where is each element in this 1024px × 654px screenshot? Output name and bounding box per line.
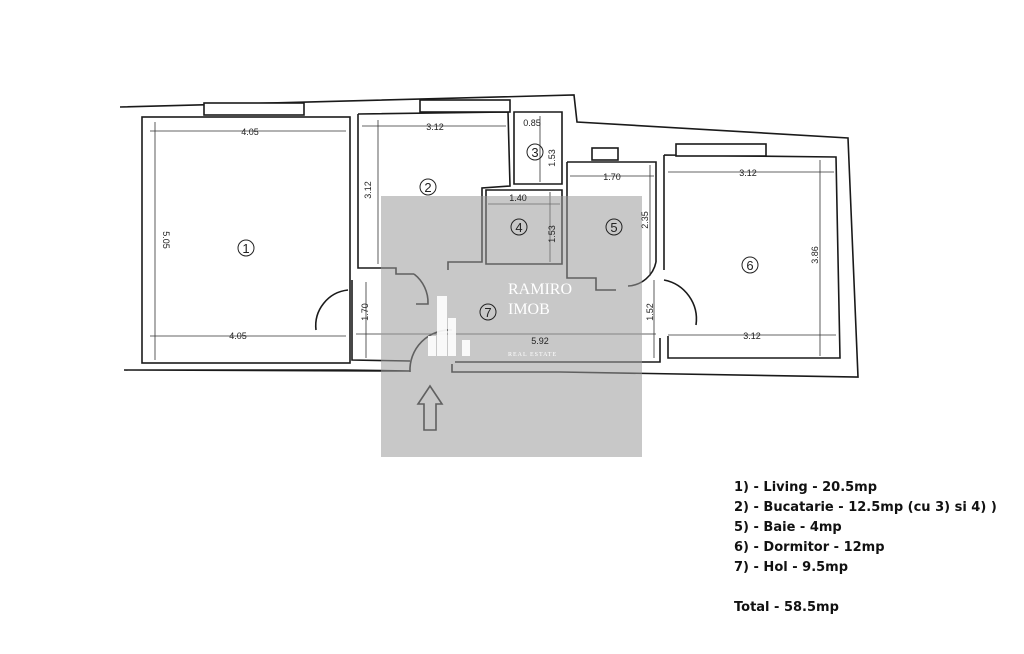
watermark-box xyxy=(381,196,642,457)
living-wall xyxy=(141,116,351,364)
room-number-4: 4 xyxy=(515,220,522,235)
dim-room4-height: 1.53 xyxy=(547,225,557,243)
legend-item-living: 1) - Living - 20.5mp xyxy=(734,480,878,495)
legend-item-bath: 5) - Baie - 4mp xyxy=(734,520,842,535)
watermark-line1: RAMIRO xyxy=(508,281,572,298)
watermark-logo-icon xyxy=(428,296,470,356)
room-number-circles xyxy=(237,143,759,321)
window xyxy=(419,99,511,113)
watermark-line2: IMOB xyxy=(508,301,550,318)
dim-bath-width: 1.70 xyxy=(603,172,621,182)
room-number-1: 1 xyxy=(242,241,249,256)
dim-bedroom-height: 3.86 xyxy=(810,246,820,264)
dim-room4-width: 1.40 xyxy=(509,193,527,203)
room-number-6: 6 xyxy=(746,258,753,273)
dim-kitchen-top: 3.12 xyxy=(426,122,444,132)
dim-kitchen-height: 3.12 xyxy=(363,181,373,199)
dim-room3-height: 1.53 xyxy=(547,149,557,167)
dim-living-height: 5.05 xyxy=(161,231,171,249)
room3-wall xyxy=(513,111,563,185)
room-number-3: 3 xyxy=(531,145,538,160)
room-number-5: 5 xyxy=(610,220,617,235)
dim-hall-right-height: 1.52 xyxy=(645,303,655,321)
window xyxy=(203,102,305,116)
room-number-7: 7 xyxy=(484,305,491,320)
legend-total: Total - 58.5mp xyxy=(734,600,839,615)
legend-item-bedroom: 6) - Dormitor - 12mp xyxy=(734,540,885,555)
door xyxy=(314,289,349,331)
dim-living-top: 4.05 xyxy=(241,127,259,137)
dim-hall-width: 5.92 xyxy=(531,336,549,346)
watermark-line3: REAL ESTATE xyxy=(508,352,557,358)
dim-living-bottom: 4.05 xyxy=(229,331,247,341)
dim-bedroom-top: 3.12 xyxy=(739,168,757,178)
legend-item-hall: 7) - Hol - 9.5mp xyxy=(734,560,849,575)
room-number-2: 2 xyxy=(424,180,431,195)
dim-bedroom-bottom: 3.12 xyxy=(743,331,761,341)
dim-hall-left-height: 1.70 xyxy=(360,303,370,321)
door xyxy=(663,279,698,326)
window xyxy=(675,143,767,157)
area-legend: 1) - Living - 20.5mp 2) - Bucatarie - 12… xyxy=(734,478,997,618)
window xyxy=(591,147,619,161)
bedroom-wall xyxy=(663,154,841,359)
dim-bath-height: 2.35 xyxy=(640,211,650,229)
dim-room3-width: 0.85 xyxy=(523,118,541,128)
legend-item-kitchen: 2) - Bucatarie - 12.5mp (cu 3) si 4) ) xyxy=(734,500,997,515)
